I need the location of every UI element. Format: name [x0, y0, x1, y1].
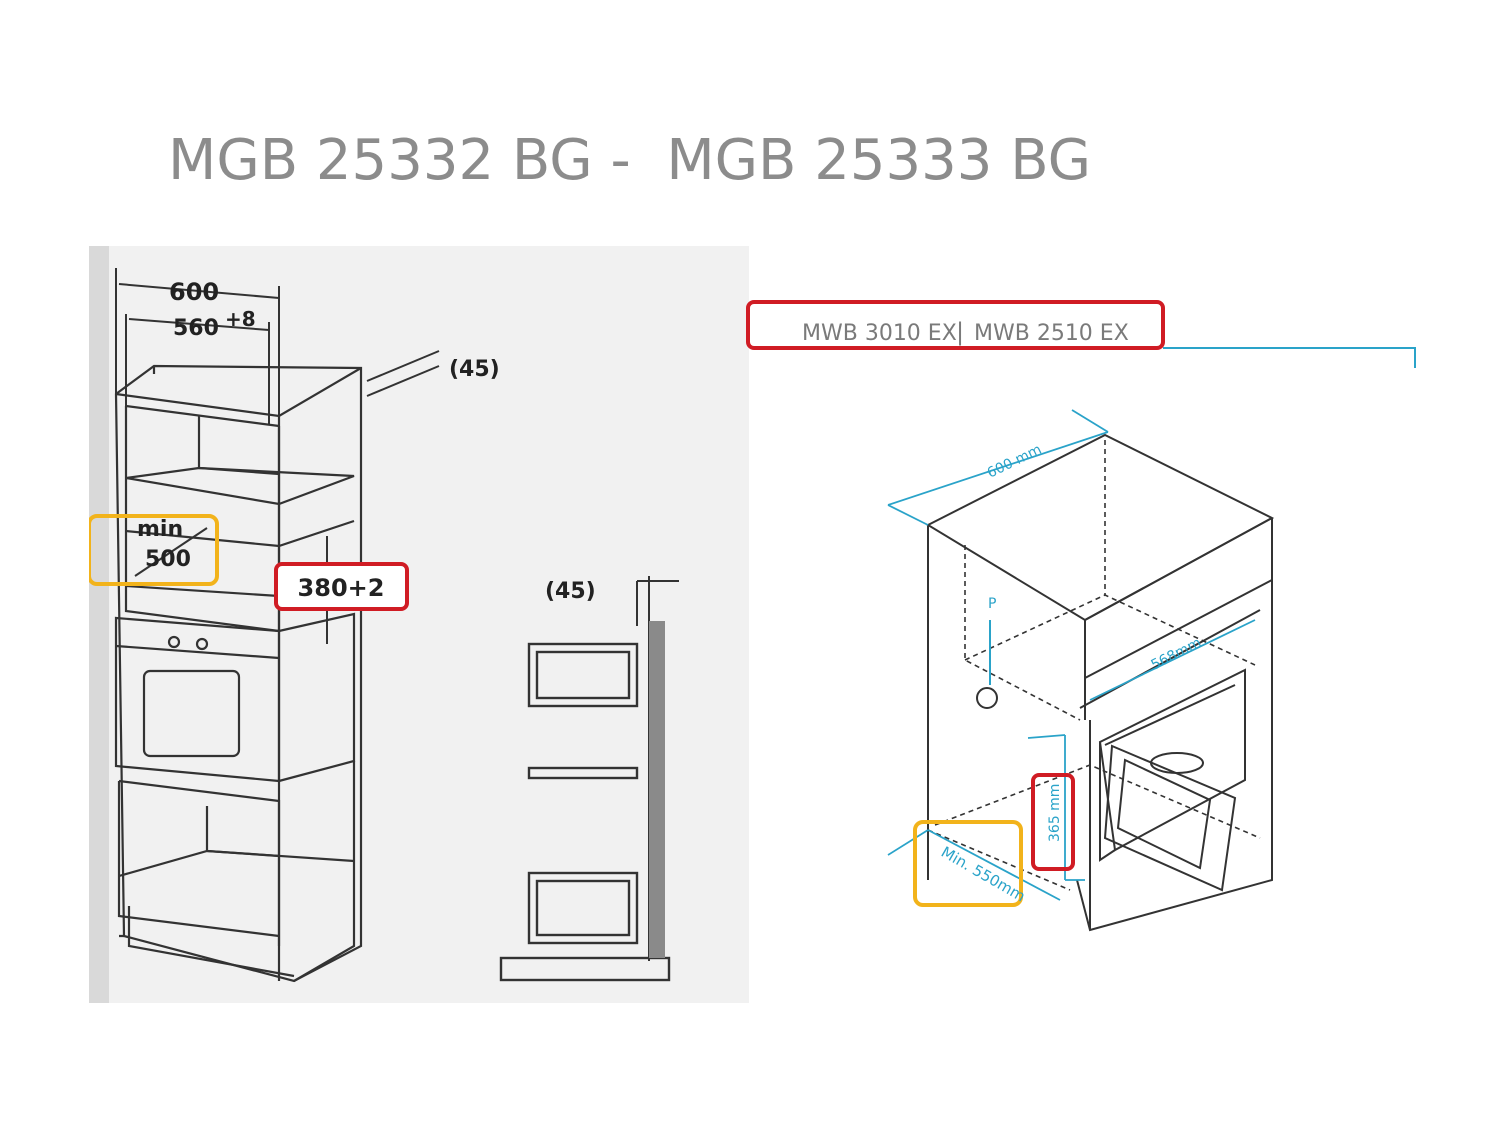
side-wall: [649, 621, 665, 958]
dim-365-highlight: [1031, 773, 1075, 871]
p-outlet: [976, 687, 998, 709]
slide-title: MGB 25332 BG - MGB 25333 BG: [168, 128, 1092, 193]
dim-380-highlight: [274, 562, 409, 611]
dim-600mm-label: 600 mm: [985, 442, 1045, 482]
dim-365mm-label: 365 mm: [1047, 784, 1063, 842]
microwave-niche-drawing: MWB 3010 EX | MWB 2510 EX P: [746, 300, 1416, 932]
blue-dimension-lines: [887, 409, 1256, 901]
dim-500-label: 500: [145, 547, 191, 572]
oven-installation-drawing: 600 560 +8 (45) min 500 (45) 380+2: [89, 246, 749, 1003]
cabinet-outline: [925, 433, 1275, 932]
dim-560-label: 560: [173, 316, 219, 341]
model-red-box: [746, 300, 1165, 350]
dim-45-top-label: (45): [449, 357, 500, 382]
hidden-lines: [927, 440, 1261, 891]
model-a-label: MWB 3010 EX: [802, 321, 957, 346]
dim-560-tolerance: +8: [225, 307, 256, 331]
dim-min-label: min: [137, 517, 183, 542]
side-section-drawing: [499, 642, 671, 982]
model-separator: |: [956, 318, 964, 346]
min-550-highlight: [913, 820, 1023, 907]
header-rule: [1163, 347, 1416, 368]
dim-600-label: 600: [169, 278, 219, 306]
model-b-label: MWB 2510 EX: [974, 321, 1129, 346]
dim-45-side-label: (45): [545, 579, 596, 604]
scan-edge-shadow: [89, 246, 109, 1003]
p-label: P: [988, 596, 996, 612]
dim-380-label: 380+2: [298, 574, 385, 602]
tall-cabinet: [114, 364, 363, 983]
dim-min550-label: Min. 550mm: [938, 843, 1028, 906]
min-500-highlight: [89, 514, 219, 586]
microwave: [1098, 668, 1246, 892]
